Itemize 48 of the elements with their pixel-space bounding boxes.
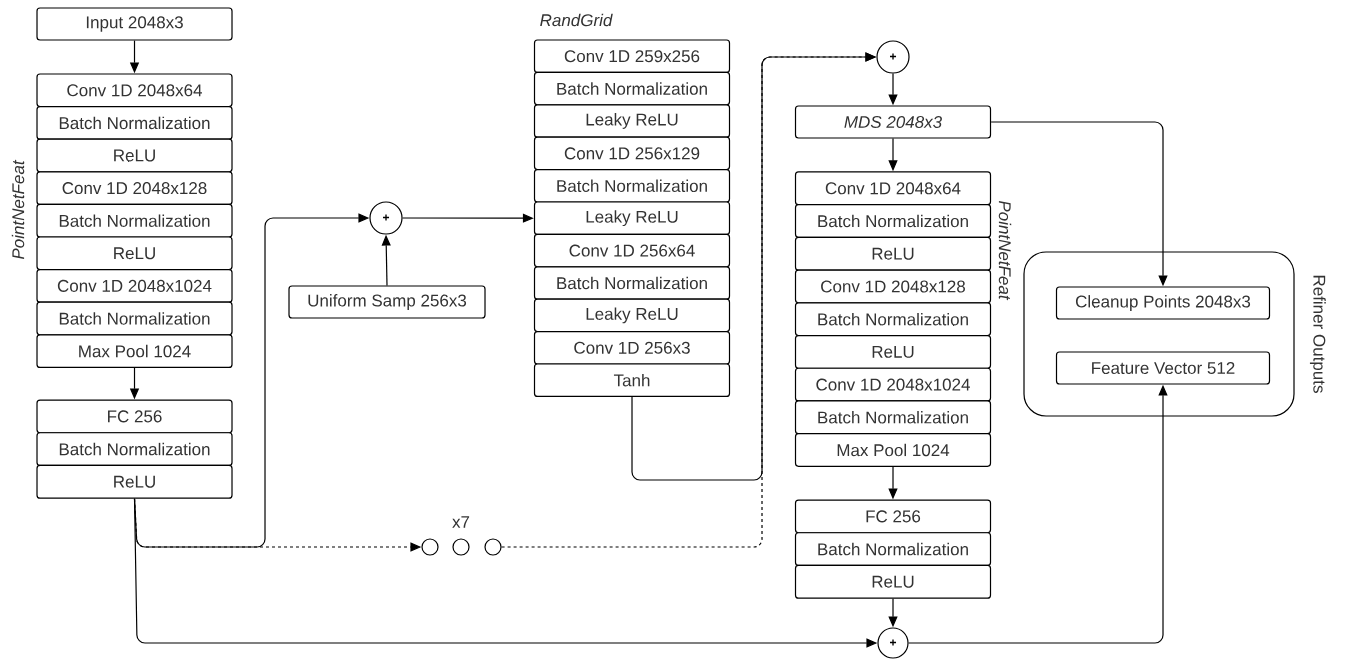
layer-box: ReLU — [36, 138, 233, 173]
layer-box: ReLU — [36, 236, 233, 271]
layer-box: Max Pool 1024 — [36, 334, 233, 368]
layer-box: Conv 1D 256x3 — [533, 331, 731, 365]
layer-box: Leaky ReLU — [533, 201, 731, 235]
layer-box: Conv 1D 259x256 — [533, 39, 731, 73]
layer-box: Batch Normalization — [36, 301, 233, 336]
layer-box: Conv 1D 2048x1024 — [794, 367, 992, 402]
layer-box: ReLU — [794, 564, 992, 599]
layer-box: Batch Normalization — [533, 266, 731, 300]
block-label: PointNetFeat — [11, 159, 25, 260]
group-title: Refiner Outputs — [1309, 275, 1326, 393]
layer-box: Cleanup Points 2048x3 — [1055, 286, 1271, 320]
layer-box: Batch Normalization — [533, 169, 731, 203]
layer-box: Batch Normalization — [794, 302, 992, 337]
layer-box: ReLU — [794, 236, 992, 271]
layer-box: Conv 1D 2048x64 — [794, 171, 992, 206]
repeat-label: x7 — [452, 516, 470, 528]
layer-box: Batch Normalization — [36, 432, 233, 467]
layer-box: Leaky ReLU — [533, 298, 731, 333]
layer-box: Conv 1D 2048x128 — [36, 171, 233, 205]
layer-box: Conv 1D 256x64 — [533, 233, 731, 268]
repeat-circle — [484, 538, 502, 556]
layer-box: Batch Normalization — [36, 203, 233, 238]
repeat-circle — [421, 538, 439, 556]
layer-box: ReLU — [36, 464, 233, 499]
layer-box: Batch Normalization — [794, 400, 992, 435]
layer-box: Uniform Samp 256x3 — [288, 285, 486, 319]
layer-box: Conv 1D 2048x64 — [36, 73, 233, 108]
block-label: RandGrid — [540, 13, 613, 27]
layer-box: ReLU — [794, 334, 992, 369]
layer-box: Tanh — [533, 363, 731, 397]
layer-box: Batch Normalization — [794, 204, 992, 238]
layer-box: Conv 1D 2048x128 — [794, 269, 992, 304]
repeat-circle — [452, 538, 470, 556]
layer-box: Batch Normalization — [794, 532, 992, 567]
layer-box: Feature Vector 512 — [1055, 351, 1271, 385]
block-label: PointNetFeat — [998, 200, 1012, 301]
layer-box: Conv 1D 2048x1024 — [36, 269, 233, 303]
layer-box: Batch Normalization — [533, 71, 731, 106]
layer-box: FC 256 — [794, 499, 992, 534]
layer-box: Conv 1D 256x129 — [533, 136, 731, 171]
layer-box: Leaky ReLU — [533, 104, 731, 138]
layer-box: Input 2048x3 — [36, 7, 233, 41]
layer-box: FC 256 — [36, 399, 233, 434]
layer-box: MDS 2048x3 — [794, 105, 992, 139]
layer-box: Max Pool 1024 — [794, 433, 992, 467]
layer-box: Batch Normalization — [36, 106, 233, 140]
